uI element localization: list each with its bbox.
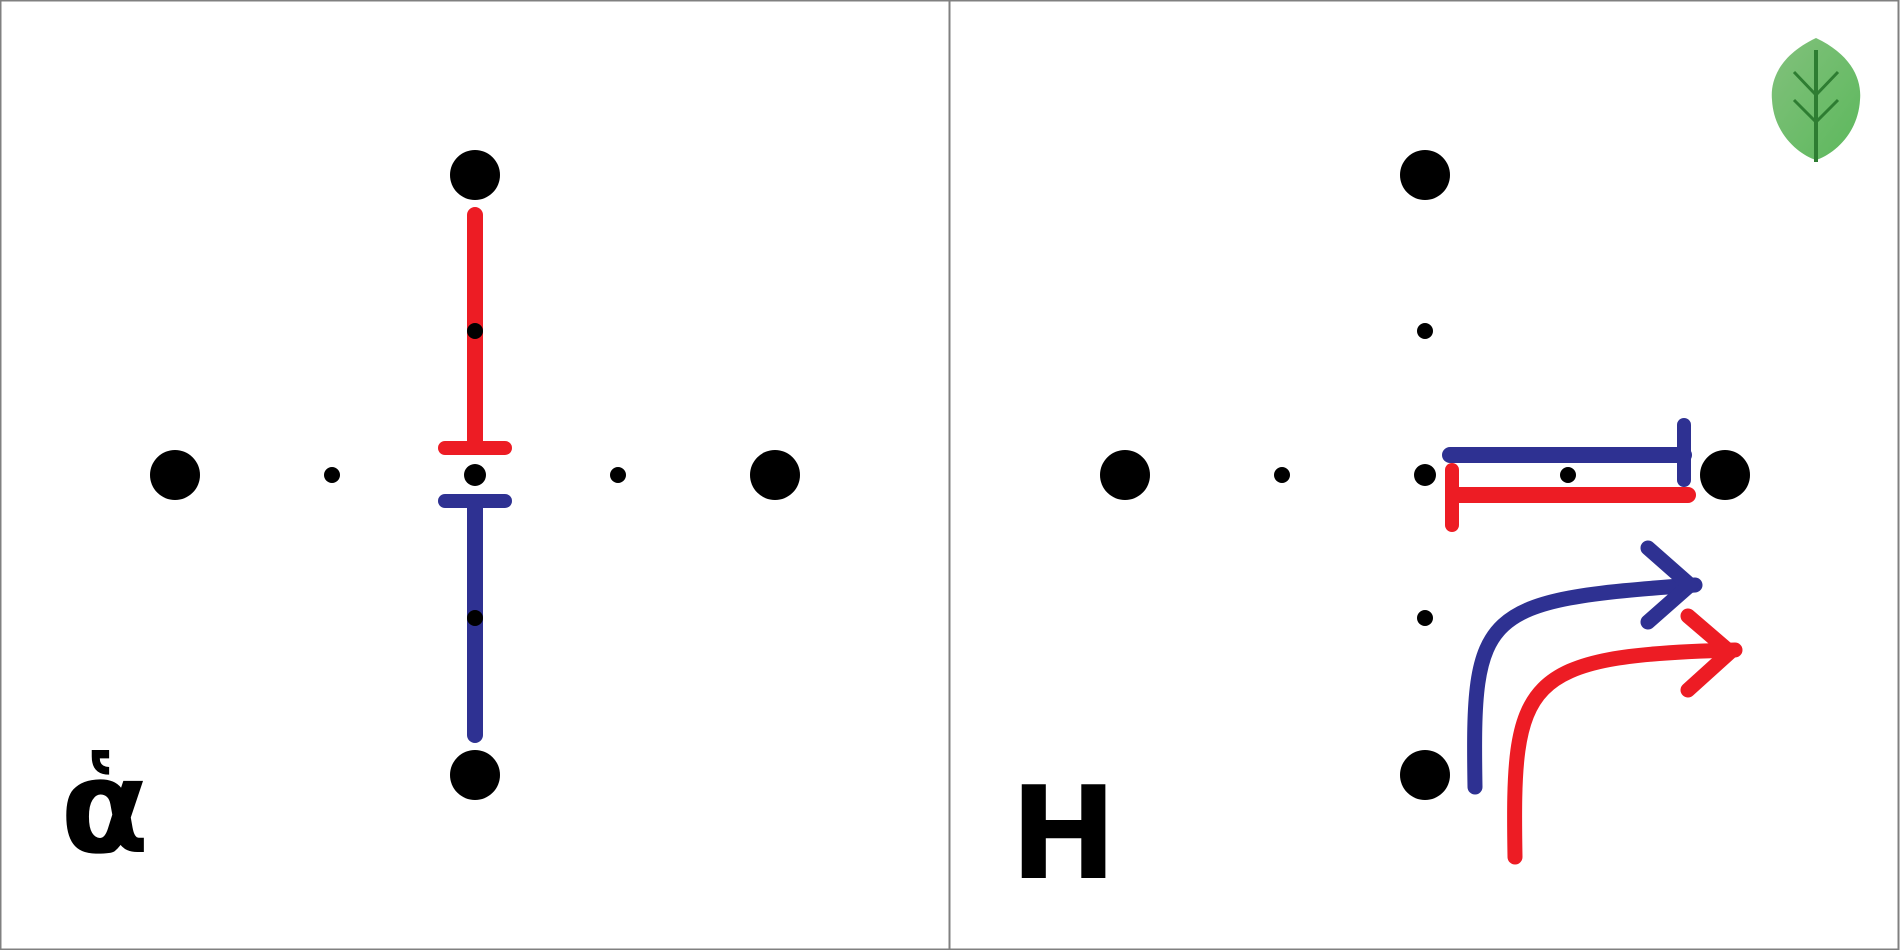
blue-curved-arrow (1467, 540, 1703, 795)
atom-top (450, 150, 500, 200)
red-barrier-arrow (1445, 463, 1696, 532)
dot-lower-mid (467, 610, 483, 626)
atom-right (1700, 450, 1750, 500)
atom-right (750, 450, 800, 500)
dot-lower-small (1417, 610, 1433, 626)
panel-right: H (1010, 38, 1861, 909)
dot-center (464, 464, 486, 486)
atom-left (150, 450, 200, 500)
atom-bottom (450, 750, 500, 800)
dot-upper-mid (467, 323, 483, 339)
atom-top (1400, 150, 1450, 200)
atom-left (1100, 450, 1150, 500)
dot-center (1414, 464, 1436, 486)
dot-upper-small (1417, 323, 1433, 339)
blue-barrier-arrow (1442, 418, 1692, 487)
atom-bottom (1400, 750, 1450, 800)
dot-barrier-mid (1560, 467, 1576, 483)
panel-right-label: H (1010, 760, 1117, 909)
leaf-icon (1771, 38, 1861, 162)
red-curved-arrow (1507, 608, 1743, 865)
panel-left: ἁ (60, 150, 800, 883)
dot-left-small (1274, 467, 1290, 483)
panel-left-label: ἁ (60, 731, 149, 883)
dot-left-small (324, 467, 340, 483)
dot-right-small (610, 467, 626, 483)
